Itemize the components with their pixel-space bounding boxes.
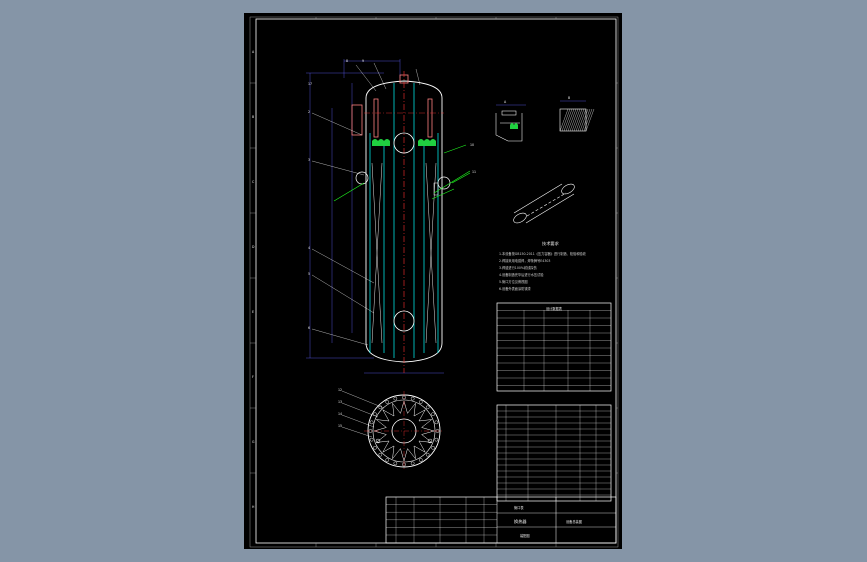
zone-letter: B bbox=[252, 115, 254, 119]
title-block: 管口表 换热器 装配图 设备总装图 bbox=[385, 496, 617, 544]
svg-text:15: 15 bbox=[338, 424, 342, 428]
tech-req-line: 3.焊缝进行100%射线探伤 bbox=[499, 265, 537, 270]
svg-text:8: 8 bbox=[346, 59, 348, 63]
zone-ticks bbox=[250, 17, 618, 547]
internal-tubes bbox=[369, 83, 439, 358]
callout-17: 17 bbox=[308, 82, 312, 86]
zone-letter: F bbox=[252, 375, 254, 379]
svg-text:6: 6 bbox=[308, 326, 310, 330]
drawing-sheet: A B C D E F G H bbox=[244, 13, 622, 549]
parts-table bbox=[496, 404, 612, 502]
callout-numbers: 17 2 3 4 5 6 8 9 10 11 bbox=[308, 59, 476, 330]
svg-text:2: 2 bbox=[308, 110, 310, 114]
tech-req-line: 1.本设备按GB150-2011《压力容器》进行制造、检验和验收 bbox=[499, 251, 587, 256]
plan-callouts: 12 13 14 15 bbox=[338, 388, 342, 428]
zone-letter: G bbox=[252, 440, 255, 444]
right-lug bbox=[433, 182, 439, 196]
top-nozzles bbox=[351, 74, 433, 138]
detail-a-label: A bbox=[504, 100, 507, 104]
zone-letter: D bbox=[252, 245, 255, 249]
tech-req-line: 5.管口方位见俯视图 bbox=[499, 279, 528, 284]
svg-text:11: 11 bbox=[472, 170, 476, 174]
tech-req-line: 6.设备外表面涂防锈漆 bbox=[499, 286, 532, 291]
callout-leaders bbox=[311, 62, 421, 346]
title-line3: 设备总装图 bbox=[566, 519, 582, 524]
svg-text:3: 3 bbox=[308, 158, 310, 162]
tech-req-lines: 1.本设备按GB150-2011《压力容器》进行制造、检验和验收 2.焊接采用电弧… bbox=[499, 251, 587, 291]
lower-manhole bbox=[393, 310, 415, 332]
parts-table-title: 管口表 bbox=[514, 505, 524, 510]
title-line2: 装配图 bbox=[520, 533, 530, 538]
design-table-title: 设计数据表 bbox=[546, 306, 563, 311]
vessel-elevation: 17 2 3 4 5 6 8 9 10 11 bbox=[306, 59, 476, 374]
zone-letter: H bbox=[252, 505, 255, 509]
title-name: 换热器 bbox=[514, 518, 527, 525]
svg-text:12: 12 bbox=[338, 388, 342, 392]
seal-bands bbox=[372, 139, 436, 146]
technical-requirements: 技术要求 1.本设备按GB150-2011《压力容器》进行制造、检验和验收 2.焊… bbox=[499, 240, 587, 291]
tech-req-title: 技术要求 bbox=[542, 240, 560, 247]
plan-view bbox=[364, 391, 444, 471]
zone-letter: A bbox=[252, 50, 255, 54]
zone-letters: A B C D E F G H bbox=[252, 50, 255, 509]
svg-text:13: 13 bbox=[338, 400, 342, 404]
detail-views: A B bbox=[495, 96, 595, 224]
svg-text:4: 4 bbox=[308, 246, 310, 250]
outer-frame bbox=[249, 16, 619, 548]
tube-isometric bbox=[513, 183, 575, 224]
svg-text:14: 14 bbox=[338, 412, 342, 416]
upper-manhole bbox=[393, 132, 415, 154]
top-head bbox=[365, 80, 443, 99]
zone-letter: E bbox=[252, 310, 254, 314]
tech-req-line: 4.设备制造完毕后进行水压试验 bbox=[499, 272, 544, 277]
tech-req-line: 2.焊接采用电弧焊，焊条牌号E4303 bbox=[499, 258, 550, 263]
drawing-canvas: A B C D E F G H bbox=[249, 16, 619, 548]
zone-letter: C bbox=[252, 180, 255, 184]
svg-text:5: 5 bbox=[308, 272, 310, 276]
svg-text:9: 9 bbox=[362, 59, 364, 63]
leader-lines bbox=[333, 144, 471, 202]
svg-text:B: B bbox=[568, 96, 570, 100]
design-data-table: 设计数据表 bbox=[496, 302, 612, 392]
hatch-detail: B bbox=[559, 96, 595, 132]
plan-leaders bbox=[341, 390, 385, 438]
svg-text:10: 10 bbox=[470, 143, 474, 147]
